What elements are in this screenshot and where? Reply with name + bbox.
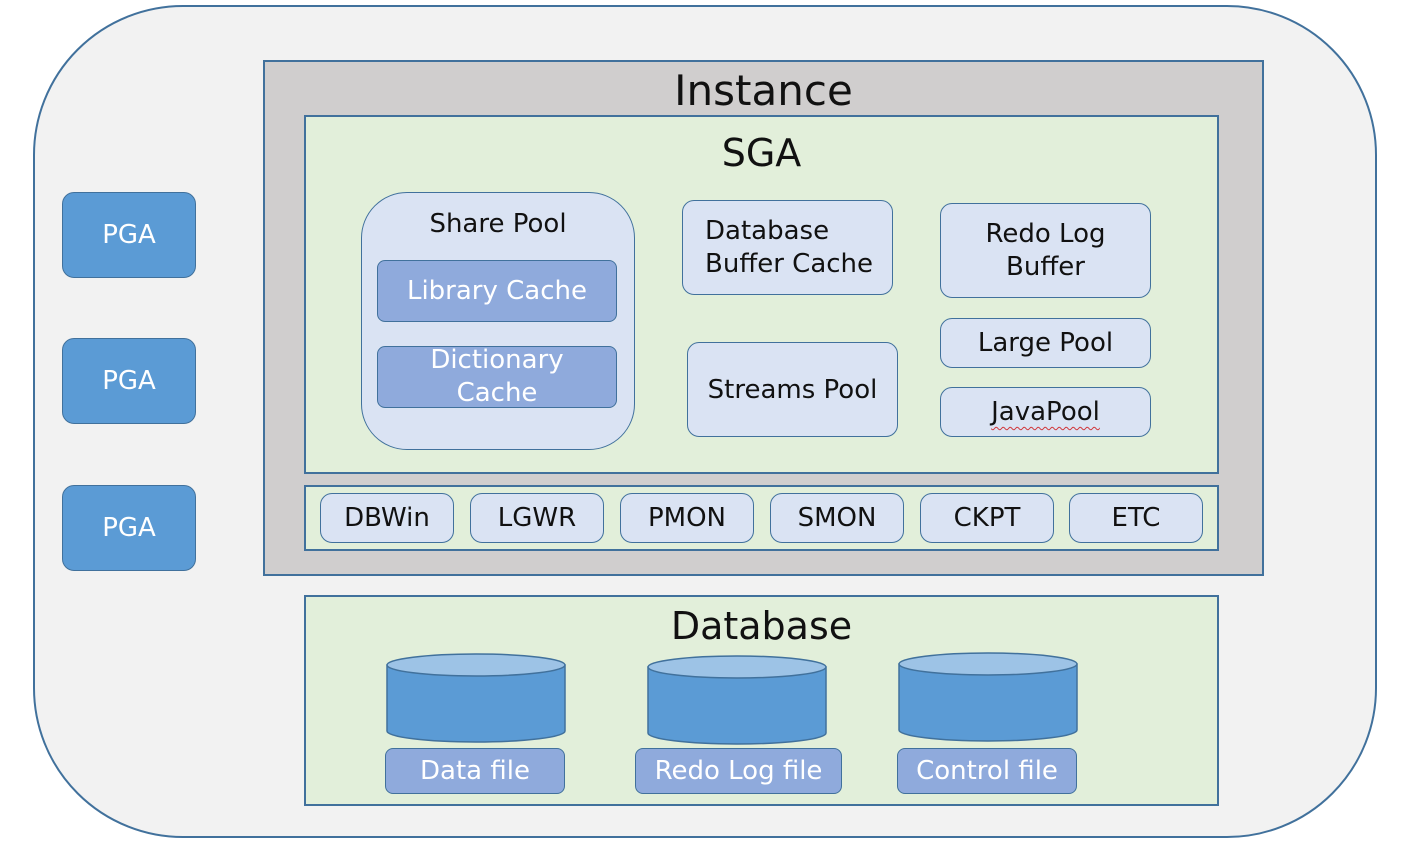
process-label: LGWR bbox=[497, 503, 577, 533]
library-cache-box: Library Cache bbox=[377, 260, 617, 322]
process-etc: ETC bbox=[1069, 493, 1203, 543]
buffer-cache-label-line1: Database bbox=[705, 215, 830, 246]
process-dbwin: DBWin bbox=[320, 493, 454, 543]
process-label: CKPT bbox=[953, 503, 1021, 533]
process-pmon: PMON bbox=[620, 493, 754, 543]
process-label: DBWin bbox=[344, 503, 430, 533]
large-pool-label: Large Pool bbox=[977, 328, 1114, 358]
pga-label: PGA bbox=[102, 513, 156, 543]
large-pool-box: Large Pool bbox=[940, 318, 1151, 368]
control-file-label-box: Control file bbox=[897, 748, 1077, 794]
process-smon: SMON bbox=[770, 493, 904, 543]
background-processes-box bbox=[304, 485, 1219, 551]
dictionary-cache-label-line1: Dictionary bbox=[430, 345, 564, 375]
process-label: SMON bbox=[797, 503, 877, 533]
process-label: ETC bbox=[1111, 503, 1161, 533]
share-pool-label: Share Pool bbox=[429, 209, 567, 239]
process-lgwr: LGWR bbox=[470, 493, 604, 543]
data-file-cylinder-icon bbox=[386, 653, 566, 743]
java-pool-label: JavaPool bbox=[991, 397, 1100, 427]
pga-label: PGA bbox=[102, 366, 156, 396]
data-file-label-box: Data file bbox=[385, 748, 565, 794]
redo-buffer-label-line1: Redo Log bbox=[985, 218, 1106, 249]
database-title: Database bbox=[670, 604, 853, 648]
pga-box-1: PGA bbox=[62, 192, 196, 278]
dictionary-cache-box: Dictionary Cache bbox=[377, 345, 617, 408]
control-file-cylinder-icon bbox=[898, 652, 1078, 742]
dictionary-cache-label-line2: Cache bbox=[456, 378, 538, 408]
redo-log-file-label: Redo Log file bbox=[654, 756, 823, 786]
redo-log-file-label-box: Redo Log file bbox=[635, 748, 842, 794]
java-pool-box: JavaPool bbox=[940, 387, 1151, 437]
control-file-label: Control file bbox=[916, 756, 1058, 786]
process-label: PMON bbox=[647, 503, 727, 533]
pga-label: PGA bbox=[102, 220, 156, 250]
buffer-cache-label-line2: Buffer Cache bbox=[705, 248, 874, 279]
redo-log-file-cylinder-icon bbox=[647, 655, 827, 745]
process-ckpt: CKPT bbox=[920, 493, 1054, 543]
sga-title: SGA bbox=[721, 131, 802, 175]
redo-buffer-label-line2: Buffer bbox=[1006, 251, 1085, 282]
pga-box-3: PGA bbox=[62, 485, 196, 571]
pga-box-2: PGA bbox=[62, 338, 196, 424]
redo-log-buffer-box: Redo Log Buffer bbox=[940, 203, 1151, 298]
library-cache-label: Library Cache bbox=[406, 276, 588, 306]
data-file-label: Data file bbox=[420, 756, 530, 786]
database-buffer-cache-box: Database Buffer Cache bbox=[682, 200, 893, 295]
streams-pool-label: Streams Pool bbox=[707, 374, 878, 405]
streams-pool-box: Streams Pool bbox=[687, 342, 898, 437]
instance-title: Instance bbox=[674, 65, 853, 115]
